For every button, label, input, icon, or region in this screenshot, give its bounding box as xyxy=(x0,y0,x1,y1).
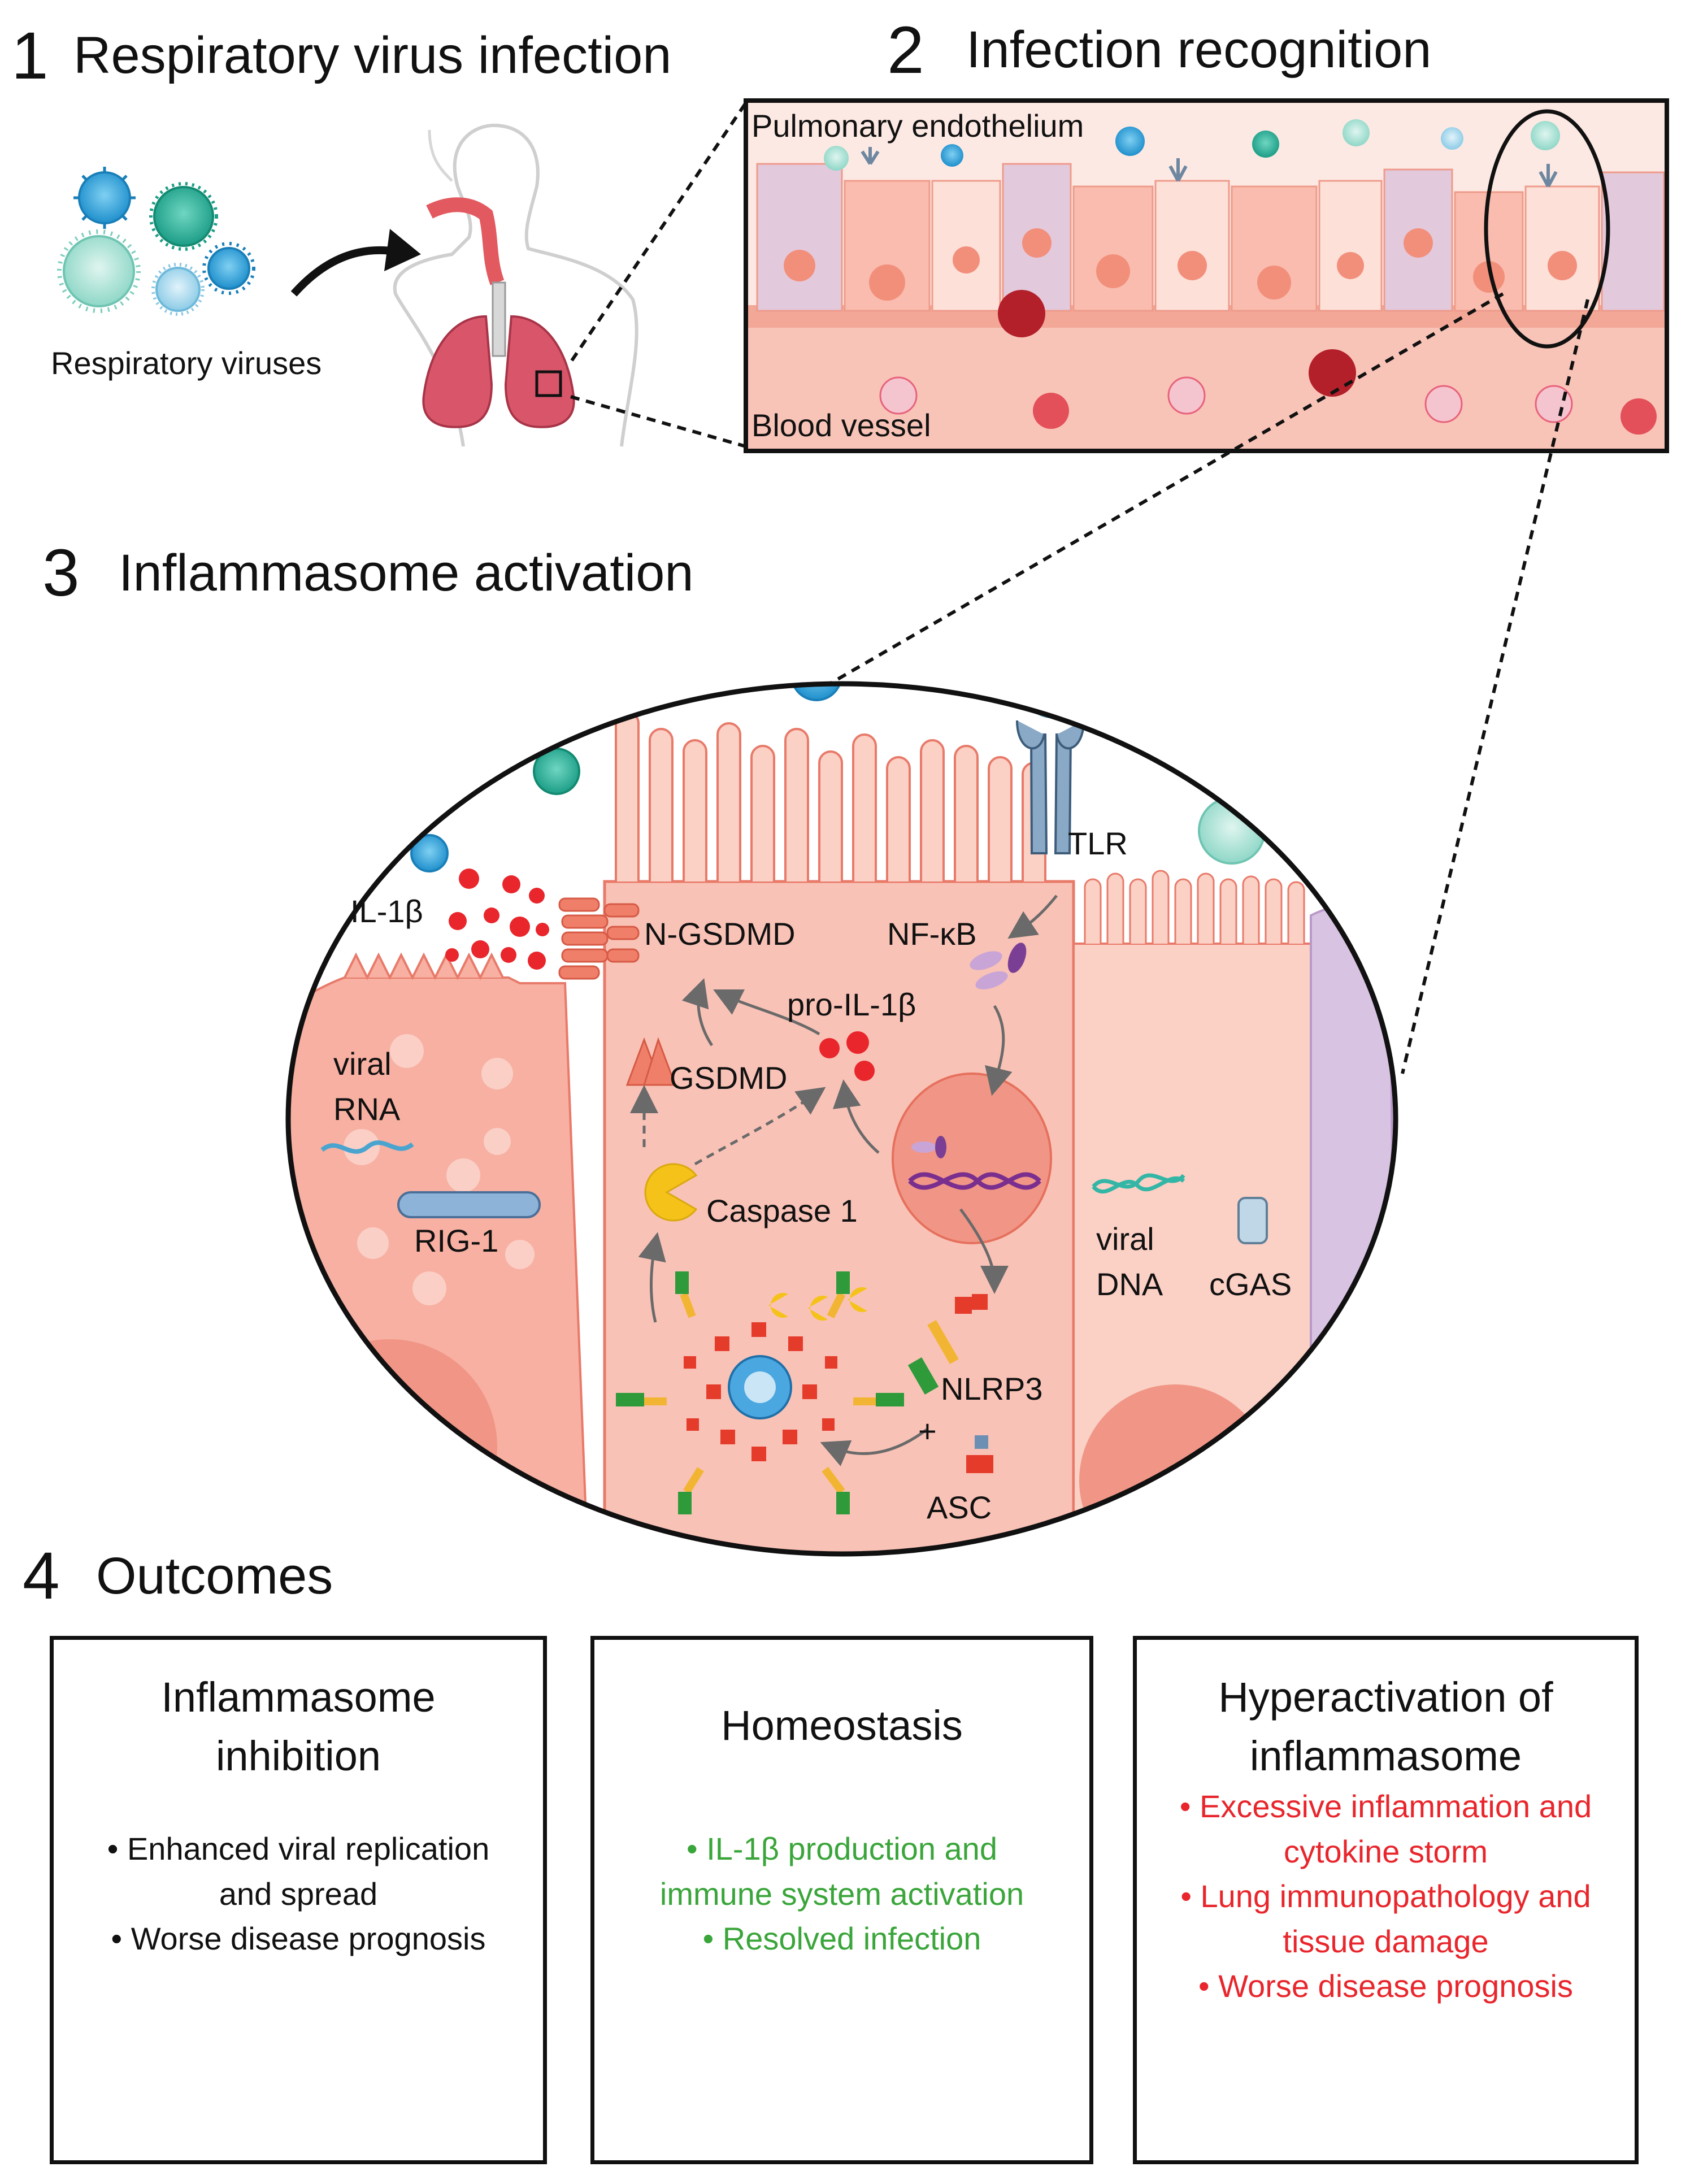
outcome-box-hyperactivation: Hyperactivation of inflammasome • Excess… xyxy=(1133,1636,1639,2164)
virus-blue-icon xyxy=(73,167,136,229)
panel1-title: Respiratory virus infection xyxy=(73,27,672,84)
outcome-bullets: • Enhanced viral replication and spread … xyxy=(54,1826,543,1961)
outcome-title-line-1: Inflammasome xyxy=(161,1674,436,1721)
outcome-bullets: • IL-1β production and immune system act… xyxy=(594,1826,1089,1961)
bullet-item: • Worse disease prognosis xyxy=(111,1921,486,1957)
ngsdmd-label: N-GSDMD xyxy=(644,916,796,952)
virus-teal-icon xyxy=(149,182,218,251)
bullet-item: immune system activation xyxy=(659,1875,1024,1912)
tlr-label: TLR xyxy=(1068,826,1128,861)
outcome-bullets: • Excessive inflammation and cytokine st… xyxy=(1137,1784,1635,2009)
caspase1-label: Caspase 1 xyxy=(706,1193,858,1228)
outcome-title: Inflammasome inhibition xyxy=(54,1668,543,1785)
human-body-lungs-icon xyxy=(393,123,638,447)
bullet-item: and spread xyxy=(219,1875,378,1912)
panel3-number: 3 xyxy=(42,536,80,610)
panel4-title: Outcomes xyxy=(96,1547,333,1605)
viral-dna-label-1: viral xyxy=(1096,1221,1154,1257)
zoom-connector-lines xyxy=(570,102,748,448)
virus-cluster xyxy=(57,167,255,316)
panel2-title: Infection recognition xyxy=(966,21,1432,79)
bullet-item: • Resolved infection xyxy=(702,1921,981,1957)
rig1-label: RIG-1 xyxy=(414,1223,499,1258)
outcome-title-line-1: Hyperactivation of xyxy=(1218,1674,1553,1721)
curved-arrow-icon xyxy=(290,229,421,297)
panel2-number: 2 xyxy=(887,13,924,88)
virus-lightblue-icon xyxy=(151,263,205,316)
cgas-label: cGAS xyxy=(1209,1266,1292,1302)
bullet-item: • Excessive inflammation and xyxy=(1179,1788,1592,1824)
viral-dna-label-2: DNA xyxy=(1096,1266,1163,1302)
asc-label: ASC xyxy=(927,1490,992,1525)
viral-rna-label-1: viral xyxy=(333,1046,392,1082)
nlrp3-label: NLRP3 xyxy=(941,1371,1043,1406)
outcome-title-line-1: Homeostasis xyxy=(721,1702,963,1749)
outcome-box-homeostasis: Homeostasis • IL-1β production and immun… xyxy=(590,1636,1093,2164)
outcome-title-line-2: inflammasome xyxy=(1249,1732,1522,1779)
viral-rna-label-2: RNA xyxy=(333,1091,401,1127)
gsdmd-label: GSDMD xyxy=(670,1060,788,1096)
tissue-section xyxy=(746,101,1667,451)
bullet-item: • IL-1β production and xyxy=(687,1831,997,1866)
panel3-title: Inflammasome activation xyxy=(119,544,694,602)
blood-vessel-label: Blood vessel xyxy=(751,407,931,443)
panel1-number: 1 xyxy=(11,19,49,93)
bullet-item: • Enhanced viral replication xyxy=(107,1831,490,1866)
respiratory-viruses-label: Respiratory viruses xyxy=(51,345,322,381)
inflammasome-complex xyxy=(616,1271,904,1514)
panel4-number: 4 xyxy=(23,1539,60,1613)
pulmonary-endothelium-label: Pulmonary endothelium xyxy=(751,108,1084,144)
outcome-title-line-2: inhibition xyxy=(215,1732,381,1779)
plus-sign: + xyxy=(918,1413,937,1449)
virus-light-icon xyxy=(57,229,141,313)
panel2-frame xyxy=(744,98,1669,453)
zoom-circle xyxy=(1484,109,1610,349)
pro-il1b-label: pro-IL-1β xyxy=(787,987,916,1022)
bullet-item: • Worse disease prognosis xyxy=(1198,1968,1573,2004)
bullet-item: cytokine storm xyxy=(1284,1833,1488,1869)
bullet-item: tissue damage xyxy=(1283,1923,1489,1959)
outcome-box-inhibition: Inflammasome inhibition • Enhanced viral… xyxy=(50,1636,547,2164)
zoom-connector-lines-2 xyxy=(824,292,1589,1074)
bullet-item: • Lung immunopathology and xyxy=(1180,1878,1591,1914)
virus-blue-small-icon xyxy=(202,242,255,295)
outcome-title: Hyperactivation of inflammasome xyxy=(1137,1668,1635,1785)
il1b-label: IL-1β xyxy=(350,893,423,929)
outcome-title: Homeostasis xyxy=(594,1696,1089,1755)
nfkb-label: NF-κB xyxy=(887,916,977,952)
cell-scene xyxy=(288,684,1396,1554)
zoom-ellipse xyxy=(285,681,1398,1557)
